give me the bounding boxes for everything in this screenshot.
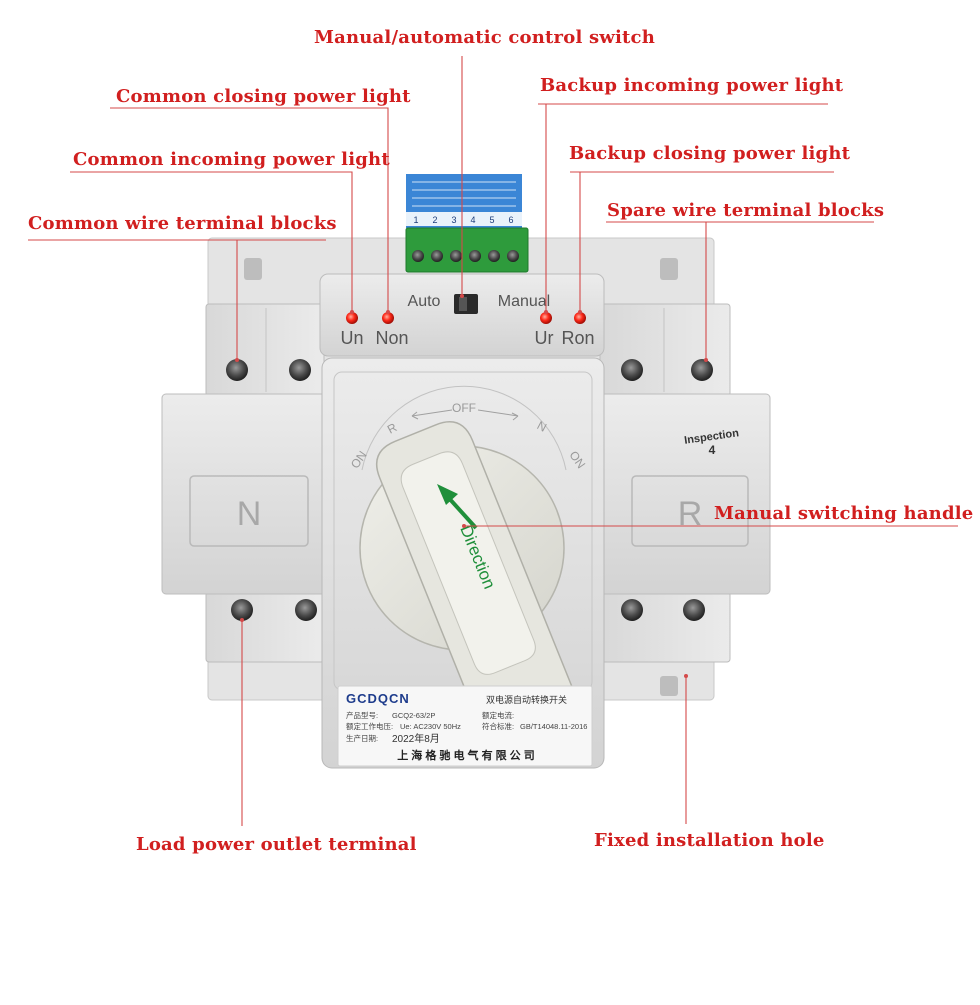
terminal-block-top-right — [599, 303, 731, 397]
callout-spare-terminal-blocks: Spare wire terminal blocks — [607, 200, 885, 221]
nameplate-standard-label: 符合标准: — [482, 721, 514, 731]
ur-label: Ur — [535, 328, 554, 348]
manual-switching-handle[interactable] — [369, 414, 580, 744]
side-label-frame-right — [631, 475, 749, 547]
nameplate-model-value: GCQ2-63/2P — [392, 711, 435, 720]
fixed-installation-hole — [660, 676, 678, 696]
dial-arrow-marks — [411, 409, 519, 421]
nameplate-voltage-label: 额定工作电压: — [346, 721, 393, 731]
nameplate-date-value: 2022年8月 — [392, 732, 440, 745]
led-ron — [574, 312, 586, 324]
screw-icon — [231, 599, 253, 621]
led-un — [346, 312, 358, 324]
svg-text:6: 6 — [508, 215, 513, 225]
callout-backup-closing-light: Backup closing power light — [569, 143, 851, 164]
terminal-block-bottom-right — [599, 591, 731, 663]
svg-text:1: 1 — [413, 215, 418, 225]
nameplate-current-label: 额定电流: — [482, 710, 514, 720]
auto-label: Auto — [408, 293, 441, 310]
un-label: Un — [340, 328, 363, 348]
control-terminal-block — [405, 227, 529, 273]
manual-label: Manual — [498, 293, 550, 310]
screw-icon — [289, 359, 311, 381]
nameplate-brand: GCDQCN — [346, 691, 410, 706]
led-non — [382, 312, 394, 324]
screw-icon — [621, 599, 643, 621]
callout-common-terminal-blocks: Common wire terminal blocks — [28, 213, 337, 234]
screw-icon — [226, 359, 248, 381]
inspection-number: 4 — [709, 443, 716, 457]
terminal-block-top-left — [205, 303, 325, 397]
leader-common-closing-light — [110, 107, 389, 312]
side-label-frame-left — [189, 475, 309, 547]
direction-arrow-icon — [437, 484, 478, 530]
led-ur — [540, 312, 552, 324]
side-letter-n: N — [237, 495, 262, 533]
nameplate-title: 双电源自动转换开关 — [486, 694, 567, 705]
terminal-number-row: 1 2 3 4 5 6 — [413, 215, 513, 225]
nameplate-date-label: 生产日期: — [346, 733, 378, 743]
callout-load-outlet: Load power outlet terminal — [136, 834, 417, 855]
dial-arc — [361, 385, 567, 471]
callout-common-closing-light: Common closing power light — [116, 86, 411, 107]
screw-icon — [683, 599, 705, 621]
ron-label: Ron — [561, 328, 594, 348]
svg-text:4: 4 — [470, 215, 475, 225]
nameplate-standard-value: GB/T14048.11-2016 — [520, 722, 587, 731]
leader-common-incoming-light — [70, 171, 353, 312]
callout-manual-handle: Manual switching handle — [714, 503, 974, 524]
screw-icon — [621, 359, 643, 381]
callout-common-incoming-light: Common incoming power light — [73, 149, 390, 170]
mounting-slot-right — [660, 258, 678, 280]
screw-icon — [295, 599, 317, 621]
svg-text:2: 2 — [432, 215, 437, 225]
svg-text:5: 5 — [489, 215, 494, 225]
mounting-slot-left — [244, 258, 262, 280]
side-housing-left — [161, 393, 329, 595]
screw-icon — [691, 359, 713, 381]
non-label: Non — [375, 328, 408, 348]
leader-lines — [28, 56, 958, 826]
side-letter-r: R — [678, 495, 703, 533]
side-housing-right — [595, 393, 771, 595]
control-terminal-screws — [412, 250, 519, 262]
nameplate-model-label: 产品型号: — [346, 710, 378, 720]
svg-text:3: 3 — [451, 215, 456, 225]
callout-fixed-hole: Fixed installation hole — [594, 830, 825, 851]
nameplate-voltage-value: Ue: AC230V 50Hz — [400, 722, 461, 731]
nameplate-company: 上 海 格 驰 电 气 有 限 公 司 — [397, 748, 535, 762]
dial-off-label: OFF — [452, 401, 476, 415]
nameplate — [337, 685, 593, 767]
callout-backup-incoming-light: Backup incoming power light — [540, 75, 844, 96]
callout-manual-auto-switch: Manual/automatic control switch — [314, 27, 655, 48]
